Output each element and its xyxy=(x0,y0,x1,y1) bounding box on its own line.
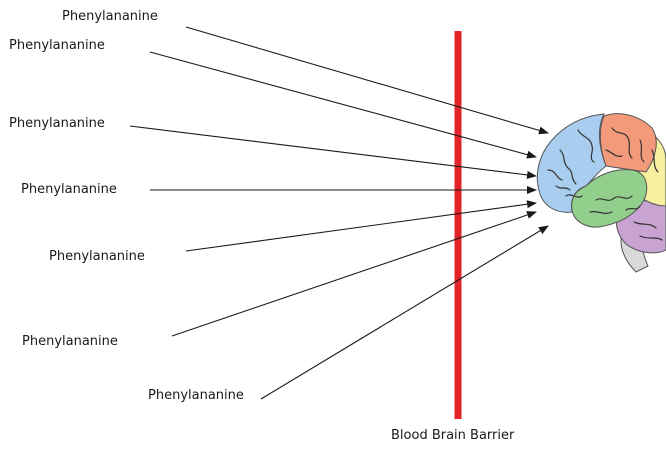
arrow-7 xyxy=(261,226,548,399)
arrow-1 xyxy=(186,27,548,133)
parietal-lobe xyxy=(600,114,656,172)
molecule-label-4: Phenylananine xyxy=(21,182,117,198)
molecule-label-2: Phenylananine xyxy=(9,38,105,54)
arrow-6 xyxy=(172,212,536,336)
molecule-label-3: Phenylananine xyxy=(9,116,105,132)
arrow-3 xyxy=(130,126,536,176)
molecule-label-7: Phenylananine xyxy=(148,388,244,404)
molecule-label-6: Phenylananine xyxy=(22,334,118,350)
blood-brain-barrier-label: Blood Brain Barrier xyxy=(391,428,514,444)
arrow-5 xyxy=(186,203,536,251)
arrow-2 xyxy=(150,52,536,157)
brain-illustration xyxy=(537,114,666,272)
molecule-label-5: Phenylananine xyxy=(49,249,145,265)
molecule-label-1: Phenylananine xyxy=(62,9,158,25)
